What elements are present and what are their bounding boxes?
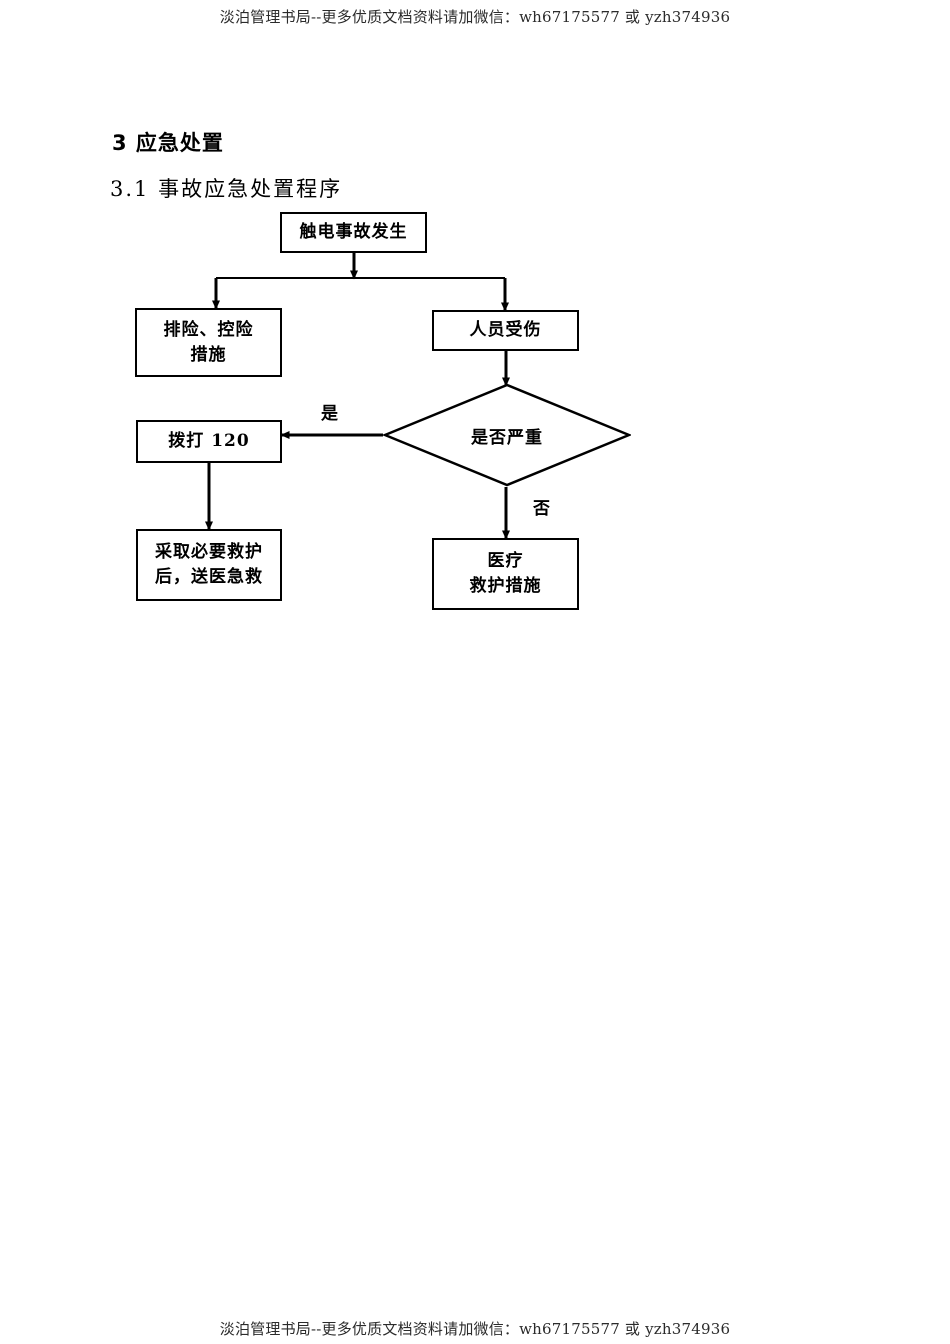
flowchart-connectors <box>205 253 510 540</box>
section-heading: 3 应急处置 <box>112 131 224 156</box>
flow-node-call-120: 拨打 120 <box>136 420 282 463</box>
flow-node-medical-rescue-measures: 医疗 救护措施 <box>432 538 579 610</box>
flow-node-hazard-control-measures: 排险、控险 措施 <box>135 308 282 377</box>
flow-node-severity-decision-label: 是否严重 <box>471 427 543 448</box>
watermark-top: 淡泊管理书局--更多优质文档资料请加微信：wh67175577 或 yzh374… <box>219 8 731 26</box>
flow-node-rescue-then-hospital-line2: 后，送医急救 <box>155 567 263 587</box>
edge-label-no: 否 <box>533 499 550 519</box>
flow-node-person-injured: 人员受伤 <box>432 310 579 351</box>
edge-label-yes: 是 <box>321 404 338 424</box>
flow-node-start: 触电事故发生 <box>280 212 427 253</box>
decision-diamond-shape <box>383 383 631 487</box>
flow-node-hazard-control-measures-line2: 措施 <box>190 344 227 365</box>
flow-node-rescue-then-hospital-line1: 采取必要救护 <box>155 542 263 563</box>
flow-node-medical-rescue-measures-line1: 医疗 <box>487 551 524 572</box>
flow-node-severity-decision: 是否严重 <box>383 383 631 487</box>
flow-node-hazard-control-measures-line1: 排险、控险 <box>163 319 254 340</box>
flow-node-rescue-then-hospital: 采取必要救护 后，送医急救 <box>136 529 282 601</box>
emergency-response-flowchart: 触电事故发生 排险、控险 措施 人员受伤 是否严重 是 否 拨打 120 采取必… <box>135 212 631 610</box>
watermark-bottom: 淡泊管理书局--更多优质文档资料请加微信：wh67175577 或 yzh374… <box>219 1320 731 1338</box>
flow-node-medical-rescue-measures-line2: 救护措施 <box>469 576 542 596</box>
subsection-heading: 3.1 事故应急处置程序 <box>110 177 343 202</box>
